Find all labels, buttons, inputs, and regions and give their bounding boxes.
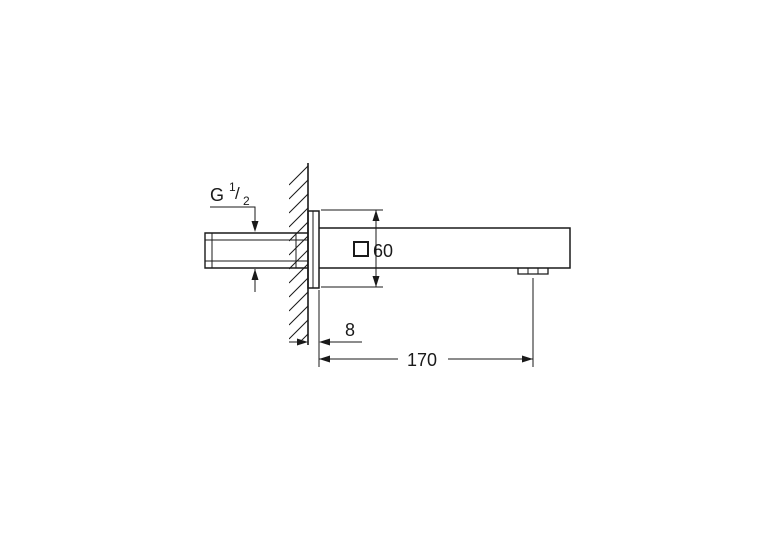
reach-arrow-left: [319, 355, 330, 363]
thread-label-prefix: G: [210, 185, 224, 205]
thread-arrow-top: [251, 221, 259, 232]
thread-arrow-bottom: [251, 269, 259, 280]
reach-arrow-right: [522, 355, 533, 363]
inlet-pipe: [204, 232, 308, 269]
square-arrow-top: [372, 210, 380, 221]
wall-hatching: [289, 165, 308, 340]
square-dimension-icon: [353, 241, 369, 257]
thread-label-denominator: 2: [243, 194, 250, 208]
thread-label-numerator: 1: [229, 180, 236, 194]
horizontal-dimensions: 8 170: [289, 278, 534, 370]
spout-body: [319, 227, 571, 269]
thread-label-slash: /: [235, 184, 240, 203]
square-size-label: 60: [373, 241, 393, 261]
thread-dimension: G 1 / 2: [210, 180, 259, 292]
wall-offset-label: 8: [345, 320, 355, 340]
spout-outlet: [517, 268, 549, 275]
square-dimension: 60: [321, 209, 393, 288]
offset-arrow-left: [297, 338, 308, 346]
spout: [307, 210, 571, 289]
square-arrow-bottom: [372, 276, 380, 287]
offset-arrow-right: [319, 338, 330, 346]
spout-reach-label: 170: [407, 350, 437, 370]
